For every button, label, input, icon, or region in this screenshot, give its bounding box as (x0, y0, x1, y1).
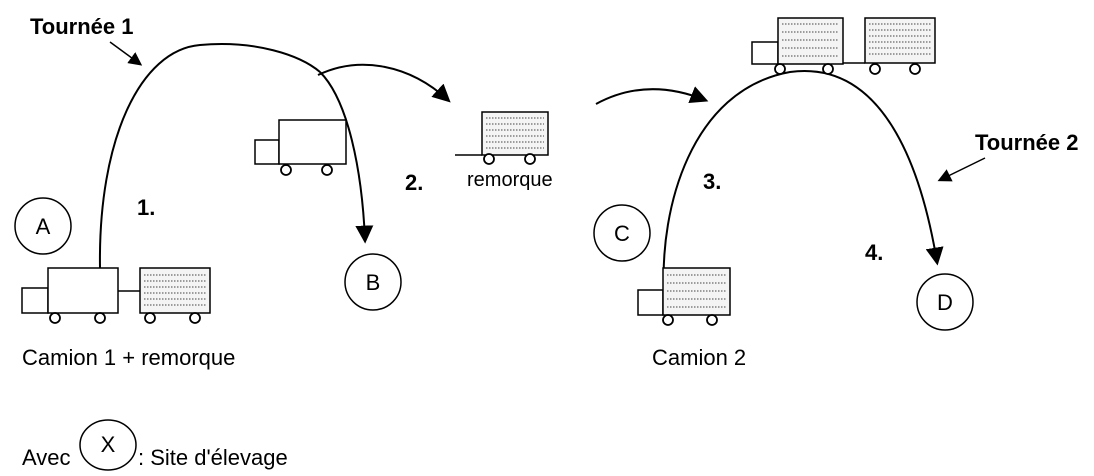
dropped-trailer-icon (455, 111, 549, 165)
step-1-label: 1. (137, 195, 155, 220)
step-2-label: 2. (405, 170, 423, 195)
site-b-label: B (366, 270, 381, 295)
site-d-label: D (937, 290, 953, 315)
site-a-label: A (36, 214, 51, 239)
trailer-drop-arrow (317, 63, 451, 103)
step-3-label: 3. (703, 169, 721, 194)
tour-2-label: Tournée 2 (975, 130, 1079, 155)
legend-site-symbol (79, 419, 137, 471)
trailer-pickup-arrow (595, 86, 709, 105)
truck-1-without-trailer-icon (254, 119, 347, 176)
legend-symbol-label: X (101, 432, 116, 457)
tour-1-label: Tournée 1 (30, 14, 134, 39)
legend: Avec X : Site d'élevage (22, 419, 288, 471)
truck-1-with-trailer-icon (21, 267, 211, 324)
site-c: C (593, 204, 651, 262)
site-a: A (14, 197, 72, 255)
step-4-label: 4. (865, 240, 883, 265)
tour-1-pointer-arrow (109, 41, 143, 66)
legend-prefix: Avec (22, 445, 71, 470)
truck-1-caption: Camion 1 + remorque (22, 345, 235, 370)
trailer-label: remorque (467, 169, 553, 191)
site-b: B (344, 253, 402, 311)
route-1-to-b-arrow (319, 71, 374, 244)
legend-description: : Site d'élevage (138, 445, 288, 470)
truck-2-icon (637, 267, 731, 326)
route-2-curve (662, 70, 944, 291)
site-d: D (916, 273, 974, 331)
tour-2-pointer-arrow (937, 157, 986, 182)
site-c-label: C (614, 221, 630, 246)
truck-2-with-trailer-icon (751, 17, 936, 75)
truck-2-caption: Camion 2 (652, 345, 746, 370)
route-1-curve (98, 43, 321, 269)
